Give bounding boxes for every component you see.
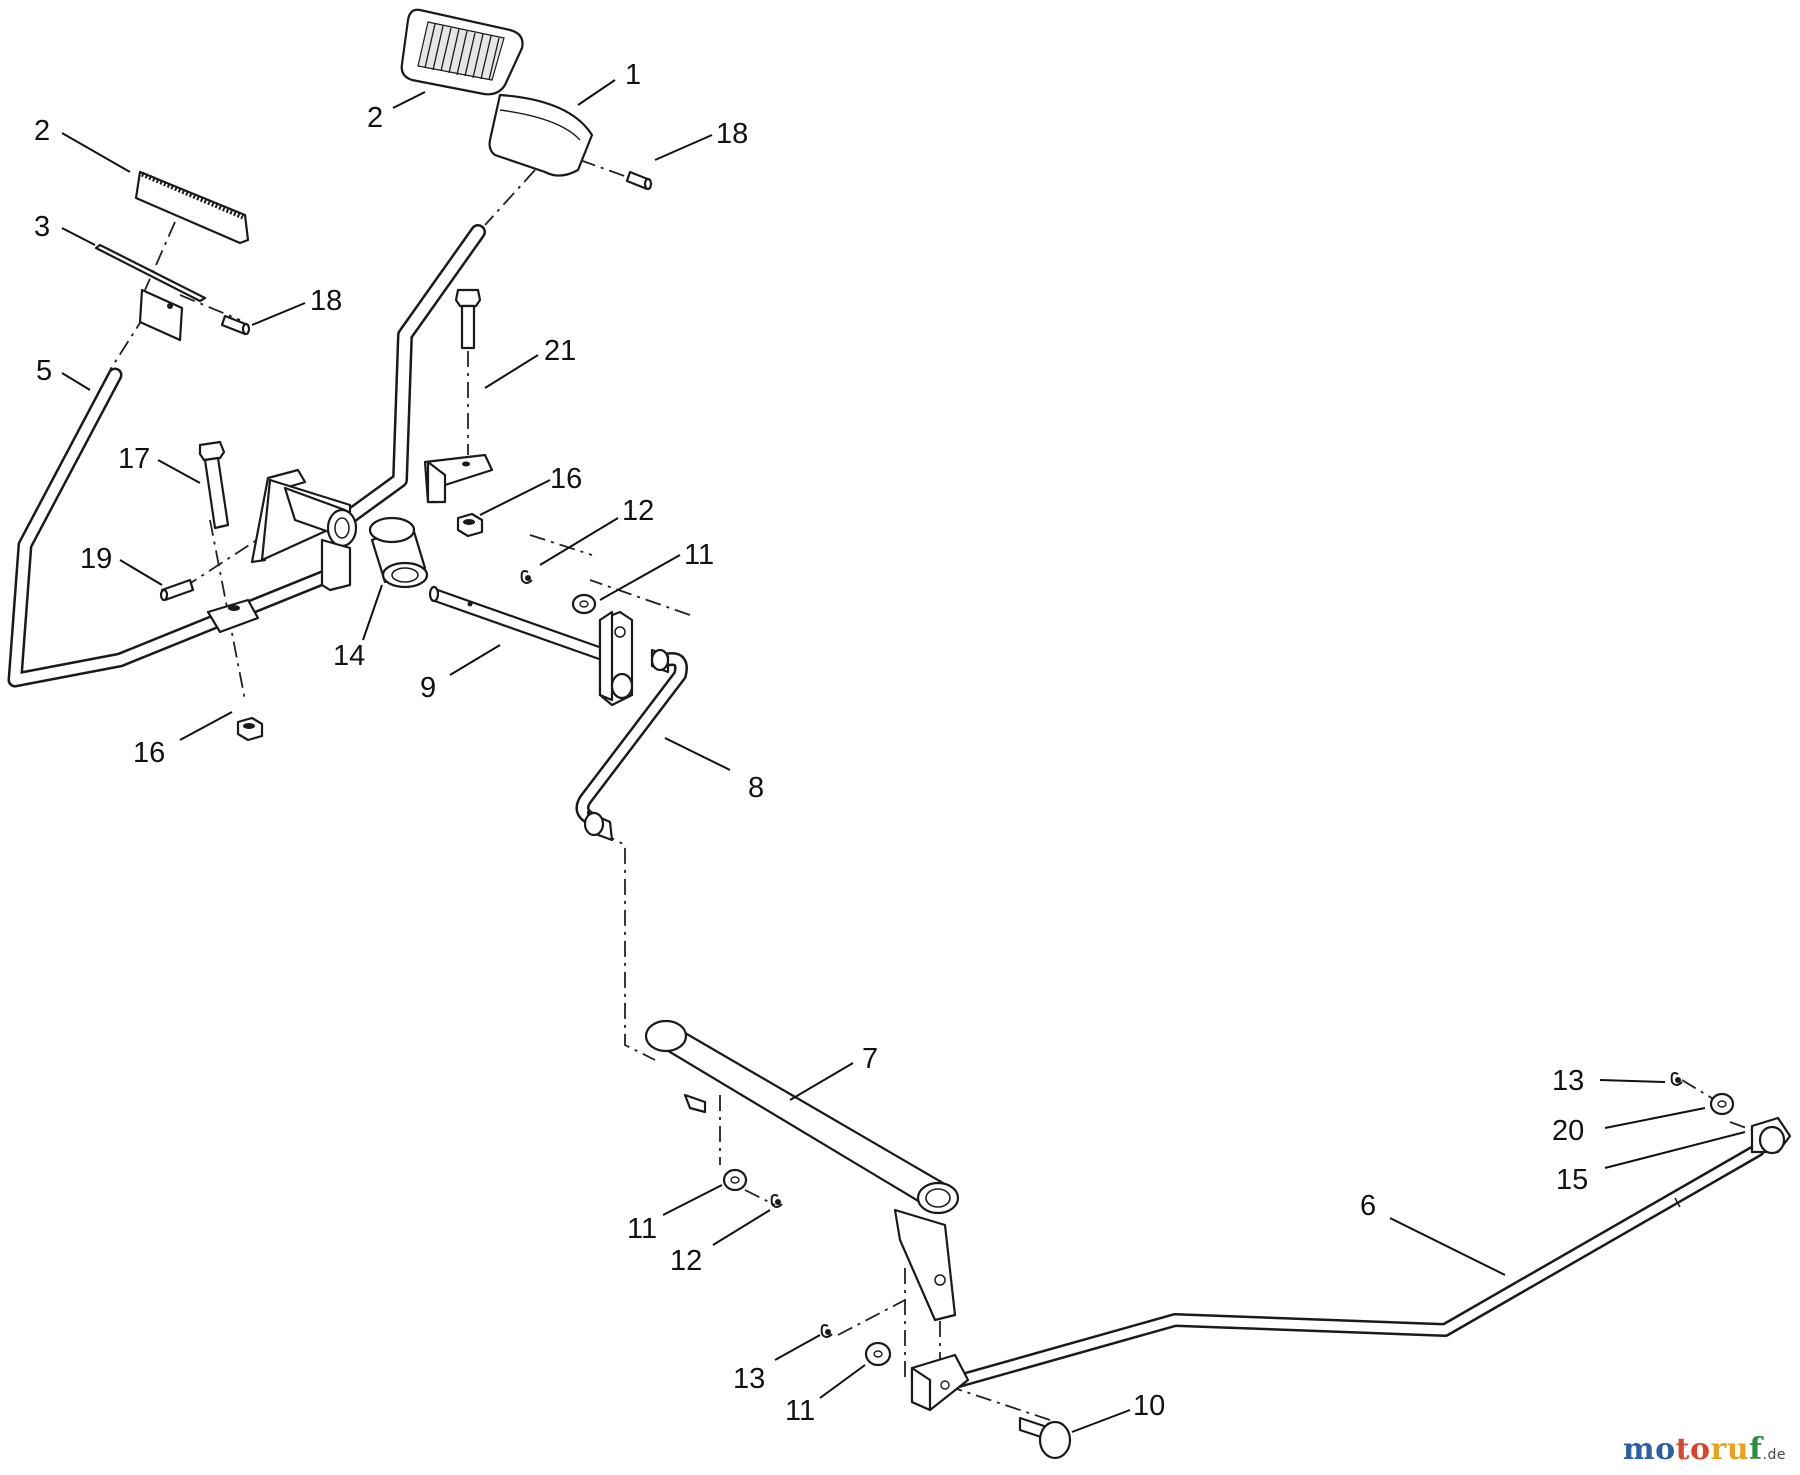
leader-lines (61, 79, 1746, 1433)
callout-label: 11 (627, 1213, 657, 1245)
callout-label: 10 (1133, 1390, 1165, 1422)
pedal-pad-left (134, 170, 250, 245)
callout-label: 2 (34, 115, 50, 147)
callout-label: 18 (310, 285, 342, 317)
bolt-17 (198, 440, 230, 530)
callout-label: 5 (36, 355, 52, 387)
pedal-hub-left (138, 288, 184, 342)
callout-label: 15 (1556, 1164, 1588, 1196)
ferrule-15 (1750, 1116, 1792, 1155)
stop-bracket (423, 453, 494, 504)
logo-part: ru (1710, 1432, 1750, 1467)
callout-label: 16 (133, 737, 165, 769)
logo-part: f (1749, 1432, 1763, 1467)
callout-label: 19 (80, 543, 112, 575)
link-rod-8 (575, 648, 688, 842)
pedal-hub-tube (283, 486, 358, 592)
roll-pin-upper (625, 170, 653, 191)
callout-label: 12 (622, 495, 654, 527)
pin-19 (159, 578, 195, 602)
pedal-plate-left (94, 243, 207, 303)
callout-label: 14 (333, 640, 365, 672)
callout-label: 1 (625, 59, 641, 91)
callout-label: 11 (684, 539, 714, 571)
washer-lower (864, 1341, 892, 1367)
bolt-21 (454, 288, 482, 350)
pedal-pad-right (400, 8, 524, 96)
pedal-rod-left (7, 367, 338, 688)
cross-shaft-7 (644, 1019, 960, 1322)
callout-label: 7 (862, 1043, 878, 1075)
clevis-pin-10 (1018, 1416, 1072, 1460)
callout-label: 11 (785, 1395, 815, 1427)
bushing-14 (368, 516, 429, 589)
callout-label: 20 (1552, 1115, 1584, 1147)
callout-label: 13 (733, 1363, 765, 1395)
callout-label: 12 (670, 1245, 702, 1277)
logo-part: mo (1622, 1432, 1676, 1467)
clip-upper (520, 570, 533, 584)
logo-part: to (1675, 1432, 1711, 1467)
clip-rod-end (1670, 1072, 1683, 1086)
callout-labels: 1 2 2 3 18 18 5 21 17 16 12 11 19 14 9 1… (34, 59, 1588, 1427)
clevis-block (910, 1353, 970, 1412)
callout-label: 8 (748, 772, 764, 804)
callout-label: 3 (34, 211, 50, 243)
callout-label: 18 (716, 118, 748, 150)
roll-pin-lower (220, 314, 251, 336)
callout-label: 21 (544, 335, 576, 367)
logo-domain: .de (1762, 1447, 1786, 1463)
callout-label: 9 (420, 672, 436, 704)
pedal-rod-right (337, 224, 486, 528)
long-rod-6 (948, 1143, 1765, 1389)
clip-lower (820, 1324, 833, 1338)
callout-label: 13 (1552, 1065, 1584, 1097)
callout-label: 2 (367, 102, 383, 134)
washer-middle (722, 1168, 748, 1192)
motoruf-logo: motoruf.de (1623, 1432, 1786, 1467)
shaft-9 (428, 585, 634, 707)
callout-label: 17 (118, 443, 150, 475)
washer-rod-end (1709, 1092, 1735, 1116)
callout-label: 6 (1360, 1190, 1376, 1222)
pedal-arm-boss (488, 93, 594, 177)
clip-middle (770, 1194, 783, 1208)
hex-nut-upper (456, 512, 484, 538)
hex-nut-lower (236, 716, 264, 742)
callout-label: 16 (550, 463, 582, 495)
washer-upper (571, 593, 597, 615)
